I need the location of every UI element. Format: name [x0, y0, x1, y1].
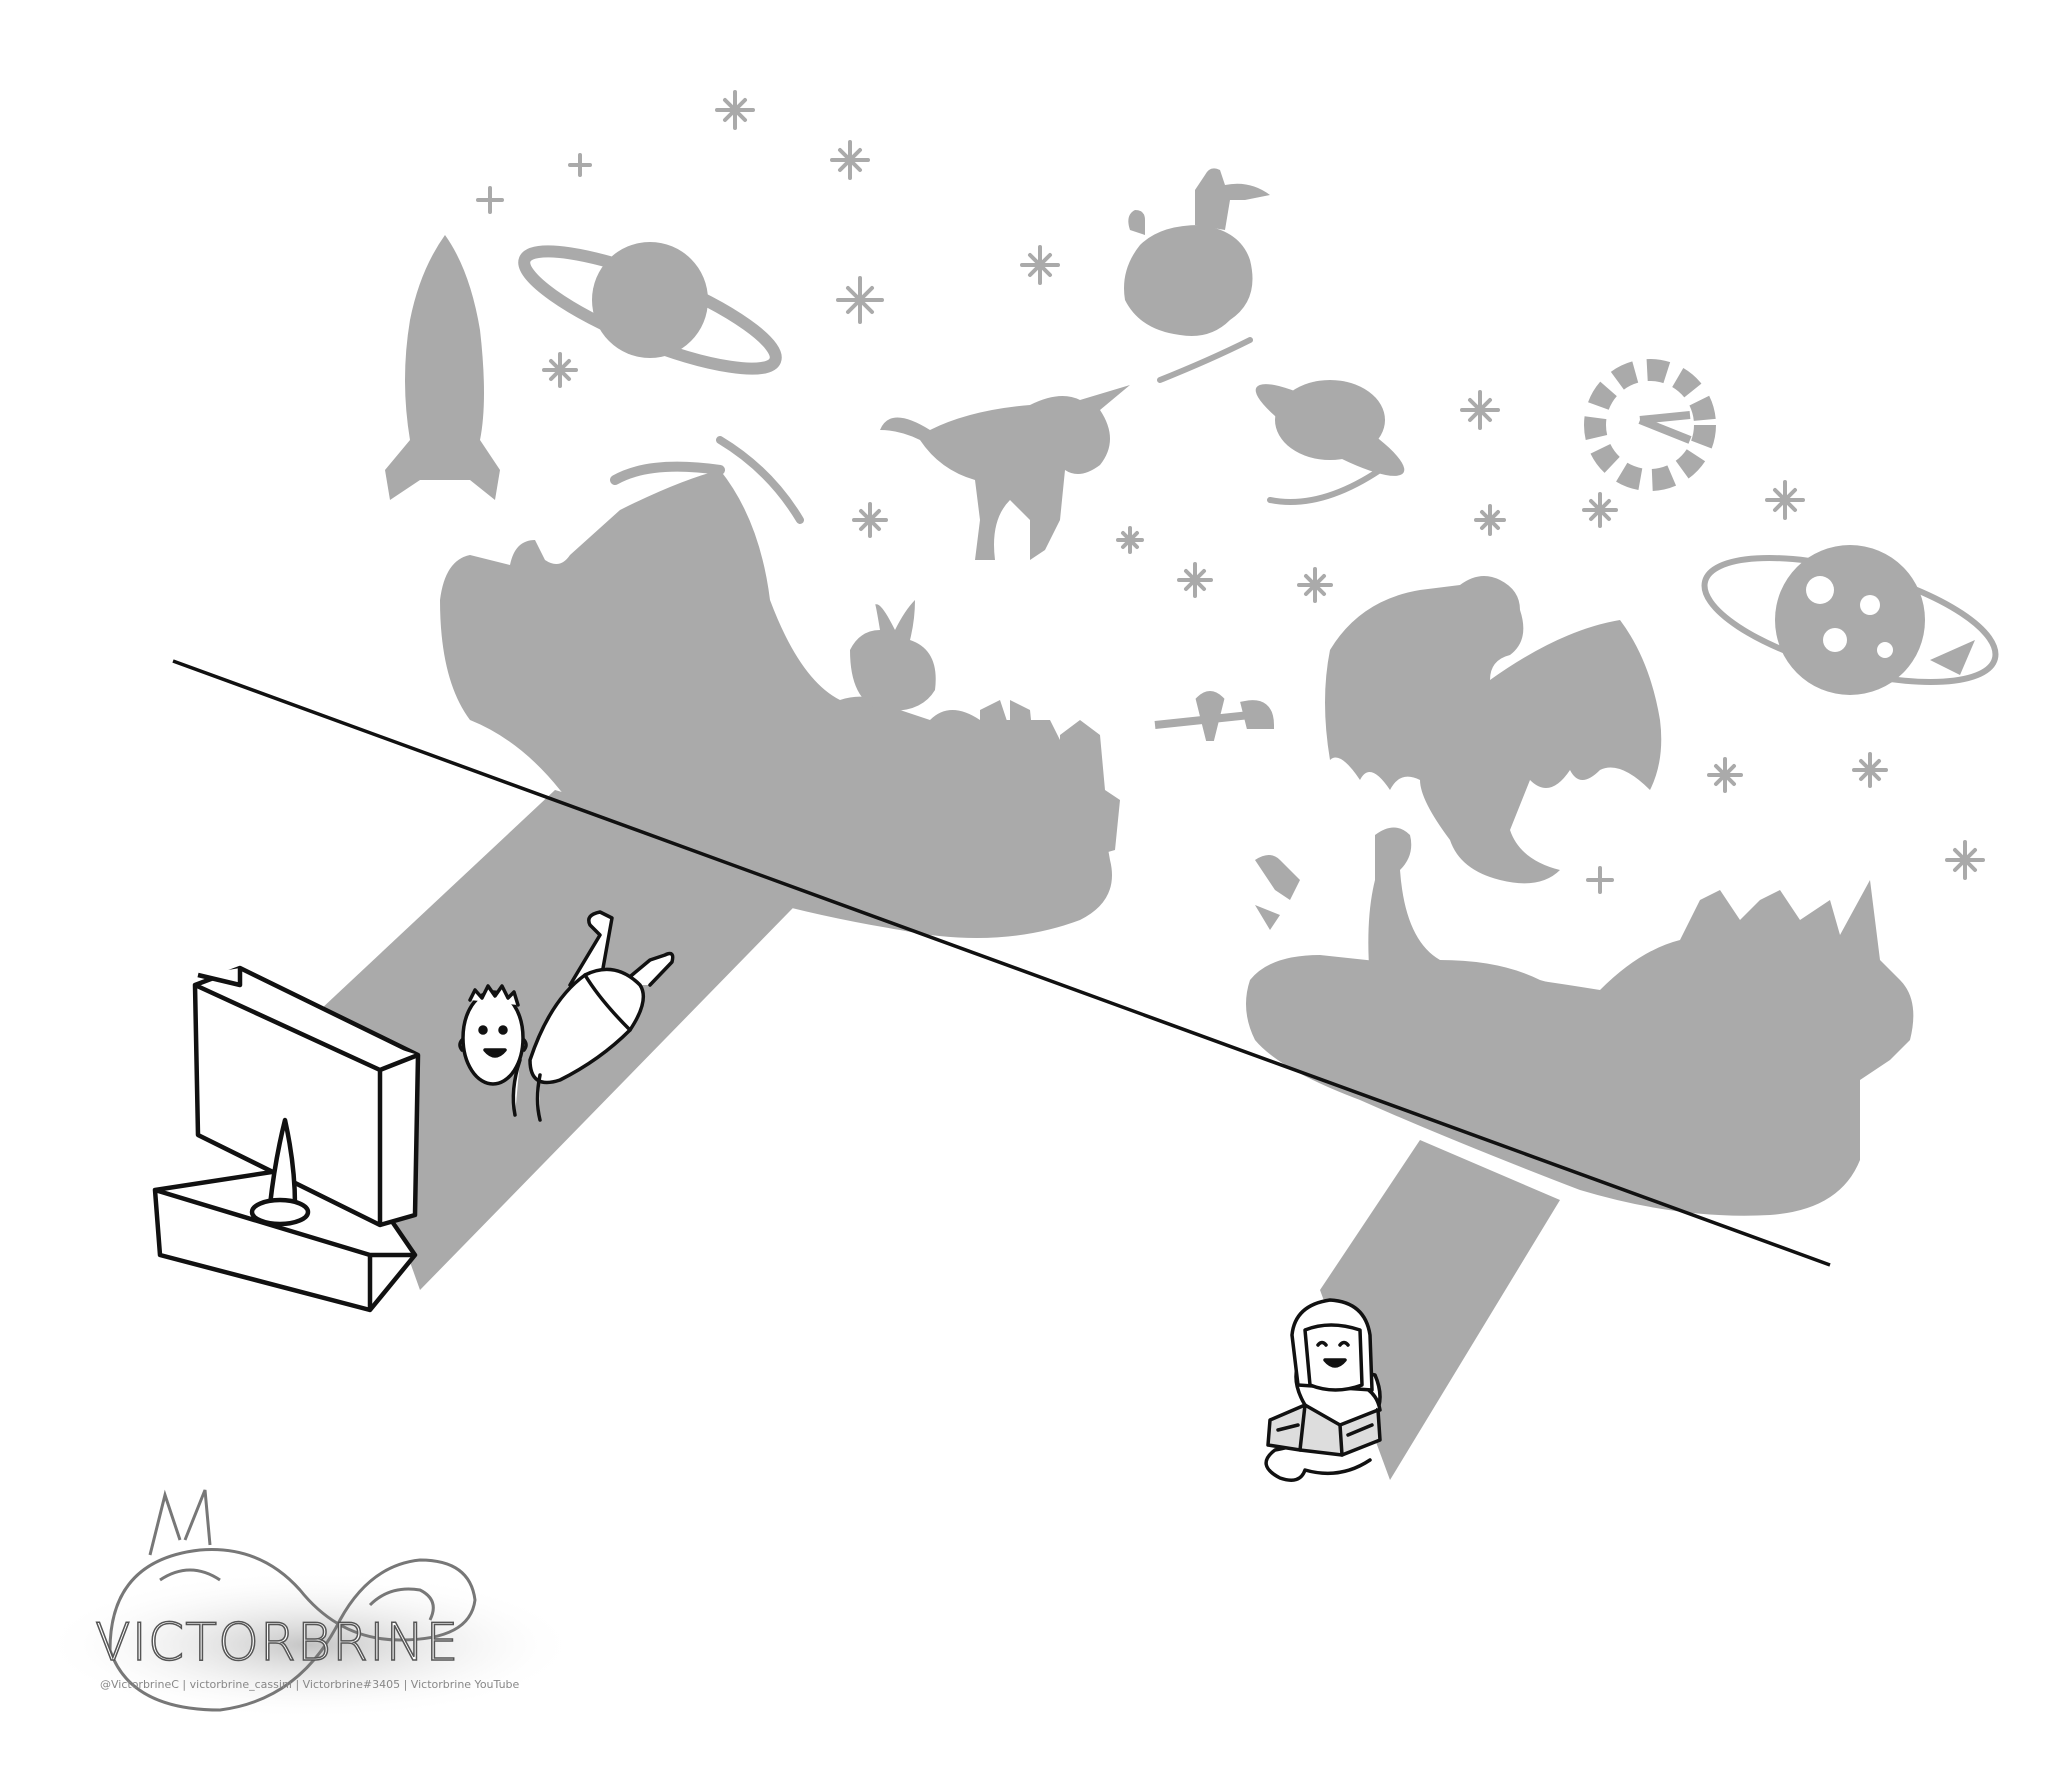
tv — [152, 965, 421, 1313]
sparkles — [476, 90, 1985, 894]
watermark-subtitle: @VictorbrineC | victorbrine_cassini | Vi… — [100, 1678, 520, 1691]
reading-child — [1264, 1298, 1382, 1482]
divider-line — [172, 659, 1831, 1267]
watermark-title: VICTORBRINE — [95, 1613, 459, 1673]
watermark: VICTORBRINE @VictorbrineC | victorbrine_… — [40, 1489, 580, 1720]
dragon-logo-icon — [108, 1548, 477, 1712]
tv-child — [458, 910, 675, 1122]
